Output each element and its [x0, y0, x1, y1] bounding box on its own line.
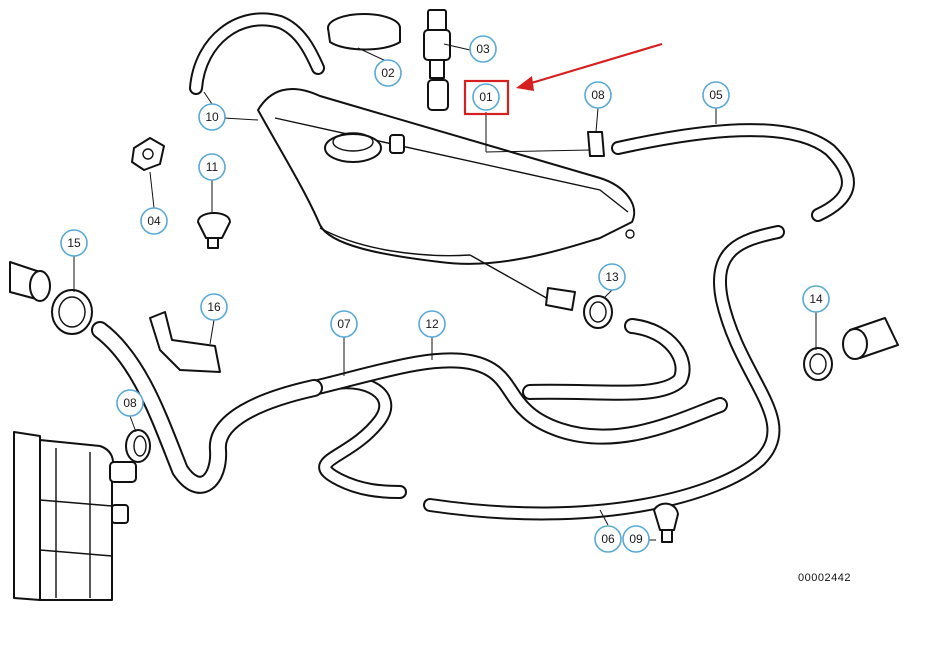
callout-label: 08 [591, 88, 605, 102]
callout-08-lower[interactable]: 08 [116, 389, 144, 417]
callout-label: 02 [381, 66, 395, 80]
callout-05[interactable]: 05 [702, 81, 730, 109]
callout-label: 14 [809, 292, 823, 306]
clamp-13 [583, 295, 613, 329]
callout-label: 10 [205, 110, 219, 124]
pipe-end-left [9, 261, 51, 302]
callout-label: 06 [601, 532, 615, 546]
clip-09 [653, 502, 679, 543]
clamp-14 [803, 347, 833, 381]
hose-left-lower [91, 321, 323, 494]
callout-04[interactable]: 04 [140, 207, 168, 235]
callout-label: 16 [207, 300, 221, 314]
highlight-arrowhead [516, 76, 534, 91]
callout-15[interactable]: 15 [60, 229, 88, 257]
callout-16[interactable]: 16 [200, 293, 228, 321]
callout-11[interactable]: 11 [198, 153, 226, 181]
hose-10 [189, 12, 325, 95]
callout-12[interactable]: 12 [418, 310, 446, 338]
clamp-15 [51, 289, 93, 335]
highlight-box [463, 79, 510, 116]
level-sensor [423, 9, 451, 111]
callout-01[interactable]: 01 [472, 83, 500, 111]
bolt [131, 137, 165, 171]
radiator-cap [327, 13, 401, 51]
callout-label: 05 [709, 88, 723, 102]
hose-06 [423, 225, 785, 521]
callout-label: 03 [476, 42, 490, 56]
callout-label: 11 [206, 160, 219, 174]
expansion-tank [257, 87, 636, 311]
callout-13[interactable]: 13 [598, 263, 626, 291]
clamp-08-upper [587, 131, 605, 157]
radiator [13, 431, 137, 601]
clamp-08-lower [125, 429, 151, 463]
callout-label: 09 [629, 532, 643, 546]
callout-03[interactable]: 03 [469, 35, 497, 63]
callout-label: 15 [67, 236, 81, 250]
callout-07[interactable]: 07 [330, 310, 358, 338]
callout-label: 13 [605, 270, 619, 284]
clip-11 [197, 212, 231, 249]
hose-05 [611, 123, 855, 222]
leader-lines [73, 43, 817, 541]
highlight-01 [463, 42, 663, 116]
hose-bracket [149, 311, 221, 373]
callout-label: 07 [337, 317, 351, 331]
callout-06[interactable]: 06 [594, 525, 622, 553]
hose-12 [306, 352, 728, 445]
callout-label: 01 [479, 90, 493, 104]
callout-08-upper[interactable]: 08 [584, 81, 612, 109]
hose-13-upper [522, 318, 691, 401]
callout-09[interactable]: 09 [622, 525, 650, 553]
callout-label: 08 [123, 396, 137, 410]
callout-14[interactable]: 14 [802, 285, 830, 313]
hose-07 [307, 375, 407, 499]
highlight-arrow [527, 42, 663, 86]
callout-02[interactable]: 02 [374, 59, 402, 87]
callout-label: 12 [425, 317, 439, 331]
diagram-reference-code: 00002442 [798, 572, 851, 584]
pipe-end-right [842, 317, 899, 360]
callout-label: 04 [147, 214, 161, 228]
callout-10[interactable]: 10 [198, 103, 226, 131]
